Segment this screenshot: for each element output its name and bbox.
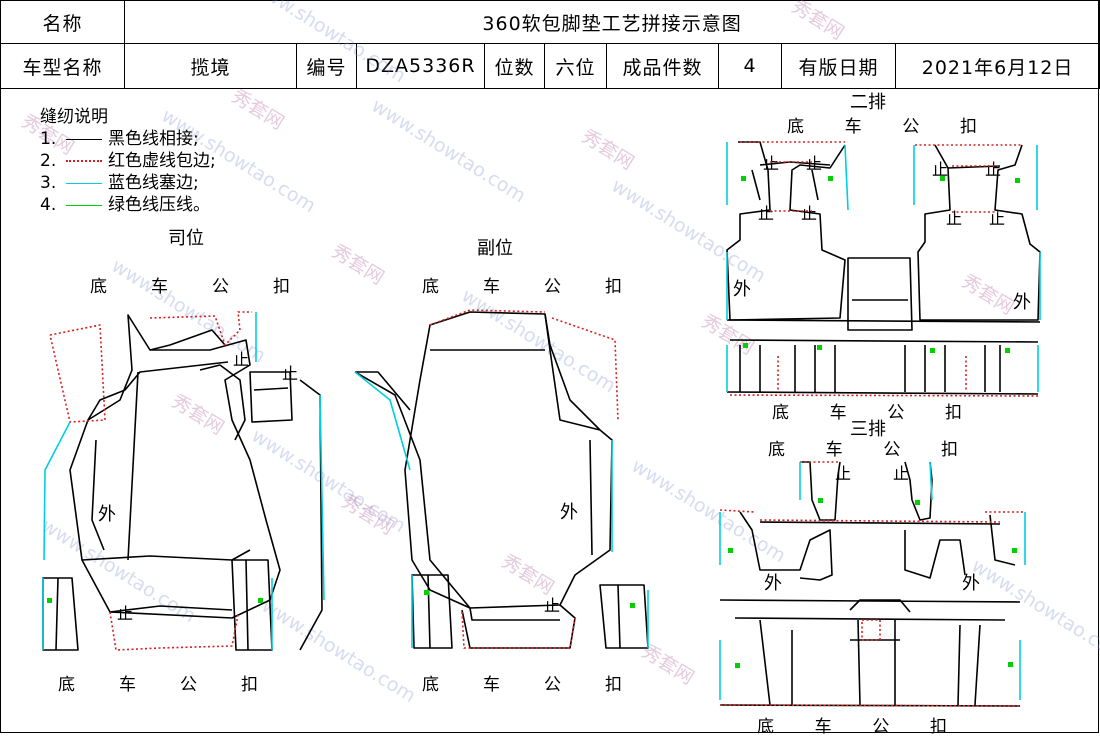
cyan-line-swatch xyxy=(66,182,102,184)
row3-mat-pattern xyxy=(719,461,1021,707)
red-dotted-swatch xyxy=(66,160,102,162)
seat-value: 六位 xyxy=(544,43,607,89)
legend-item-cyan: 3. 蓝色线塞边; xyxy=(40,172,216,194)
outer-label: 外 xyxy=(98,504,116,525)
driver-section-title: 司位 xyxy=(168,228,204,249)
row3-tuck-lines xyxy=(719,461,1026,700)
passenger-press-markers xyxy=(424,590,635,608)
diagram-title: 360软包脚垫工艺拼接示意图 xyxy=(123,0,1100,44)
base-buckle-label: 底车公扣 xyxy=(58,675,258,695)
driver-press-markers xyxy=(47,598,263,603)
stop-label: 止 xyxy=(932,160,949,179)
driver-mat-pattern xyxy=(42,314,323,651)
base-buckle-label: 底车公扣 xyxy=(90,277,290,297)
row2-press-markers xyxy=(741,176,1020,353)
legend-item-green: 4. 绿色线压线。 xyxy=(40,194,216,216)
legend-text: 红色虚线包边; xyxy=(108,151,216,171)
legend-title: 缝纫说明 xyxy=(40,107,108,127)
row3-press-markers xyxy=(728,498,1017,668)
stop-label: 止 xyxy=(801,204,818,223)
base-buckle-label: 底车公扣 xyxy=(772,403,962,423)
legend-num: 3. xyxy=(40,173,57,193)
count-value: 4 xyxy=(718,43,782,89)
row3-section-title: 三排 xyxy=(850,419,886,440)
row2-mat-pattern xyxy=(726,141,1041,395)
black-line-swatch xyxy=(66,138,102,140)
driver-tuck-lines xyxy=(42,312,325,650)
sewing-legend: 缝纫说明 1. 黑色线相接; 2. 红色虚线包边; 3. 蓝色线塞边; 4. 绿… xyxy=(40,106,216,216)
seat-label: 位数 xyxy=(484,43,545,89)
row2-edging-lines xyxy=(729,141,1039,397)
legend-num: 4. xyxy=(40,195,57,215)
outer-label: 外 xyxy=(733,279,751,300)
legend-text: 蓝色线塞边; xyxy=(108,173,199,193)
base-buckle-label: 底车公扣 xyxy=(757,717,947,737)
count-label: 成品件数 xyxy=(606,43,719,89)
passenger-edging-lines xyxy=(429,309,619,649)
legend-num: 1. xyxy=(40,129,57,149)
outer-label: 外 xyxy=(1013,292,1031,313)
legend-text: 绿色线压线。 xyxy=(108,195,210,215)
base-buckle-label: 底车公扣 xyxy=(422,675,622,695)
stop-label: 止 xyxy=(989,209,1006,228)
base-buckle-label: 底车公扣 xyxy=(768,440,958,460)
passenger-mat-pattern xyxy=(354,311,649,649)
outer-label: 外 xyxy=(560,502,578,523)
outer-label: 外 xyxy=(764,573,782,594)
row2-section-title: 二排 xyxy=(850,92,886,113)
stop-label: 止 xyxy=(893,464,910,483)
driver-edging-lines xyxy=(49,311,252,651)
name-label: 名称 xyxy=(0,0,125,44)
header-table: 名称 360软包脚垫工艺拼接示意图 车型名称 揽境 编号 DZA5336R 位数… xyxy=(0,0,1100,89)
legend-item-red: 2. 红色虚线包边; xyxy=(40,150,216,172)
base-buckle-label: 底车公扣 xyxy=(787,117,977,137)
outer-label: 外 xyxy=(962,573,980,594)
row3-edging-lines xyxy=(719,461,1025,707)
stop-label: 止 xyxy=(233,350,250,369)
legend-item-black: 1. 黑色线相接; xyxy=(40,128,216,150)
passenger-section-title: 副位 xyxy=(477,238,513,259)
legend-num: 2. xyxy=(40,151,57,171)
base-buckle-label: 底车公扣 xyxy=(422,277,622,297)
date-label: 有版日期 xyxy=(781,43,896,89)
passenger-tuck-lines xyxy=(354,371,649,648)
stop-label: 止 xyxy=(946,209,963,228)
legend-text: 黑色线相接; xyxy=(108,129,199,149)
green-line-swatch xyxy=(66,204,102,206)
date-value: 2021年6月12日 xyxy=(894,43,1100,89)
model-value: 揽境 xyxy=(124,43,297,89)
row2-tuck-lines xyxy=(726,142,1041,392)
